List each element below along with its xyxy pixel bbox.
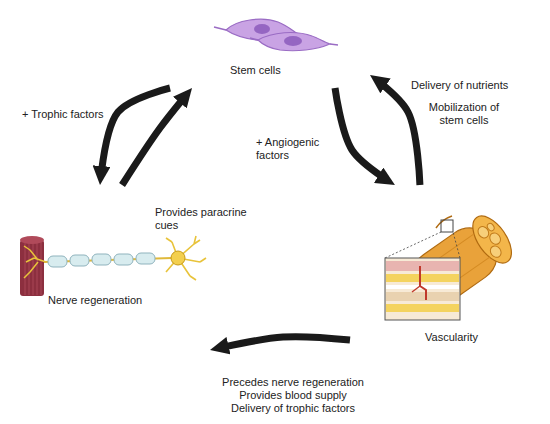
curved-arrow [335,88,395,185]
edge-label: Precedes nerve regeneration Provides blo… [222,376,364,415]
curved-arrow [122,88,192,185]
vascular-illustration-part-part [486,222,496,232]
vascular-illustration-part [386,274,459,282]
nerve-illustration-part [37,242,38,295]
stem-cell-illustration-part [330,44,338,45]
nerve-illustration-part [24,246,46,278]
nerve-illustration-part [48,256,67,267]
vascular-illustration-part [436,216,452,228]
nerve-illustration-part [20,236,44,244]
edge-label: + Angiogenic factors [256,136,326,162]
edge-label: Delivery of nutrients [411,79,508,92]
stem-cell-illustration-part [284,36,302,46]
vascular-illustration-part-part [465,209,519,269]
nerve-illustration-part [41,242,42,295]
vascular-illustration-part-part [488,231,503,247]
node-label: Vascularity [425,331,478,344]
nerve-illustration-part [114,254,133,265]
curved-arrow [100,88,170,185]
curved-arrow [210,337,350,350]
nerve-illustration-part [136,253,155,264]
vascular-illustration-part-part [488,244,503,260]
stem-cell-illustration [214,19,338,51]
vascular-illustration-part [386,292,459,301]
vascular-illustration-part [385,232,441,258]
vascular-illustration-part [453,232,460,258]
vascular-illustration-part [386,304,459,312]
vascular-illustration-part [441,220,453,232]
stem-cell-illustration-part [258,33,330,51]
nerve-illustration-part [171,251,185,265]
nerve-illustration-part [166,236,206,280]
vascular-illustration-part [412,286,420,292]
vascular-illustration-part [385,258,460,320]
edge-label: Provides paracrine cues [155,206,251,232]
annotation-label: Mobilization of stem cells [425,101,503,127]
stem-cells-node: Stem cells [150,8,370,88]
node-label: Nerve regeneration [48,294,142,307]
stem-cell-illustration-part [214,27,226,30]
vascularity-node: Vascularity [350,185,535,348]
nerve-illustration-part [25,242,26,295]
stem-cell-illustration-part [254,24,270,34]
nerve-illustration [20,236,206,296]
vascular-illustration-part [386,261,459,271]
node-label: Stem cells [230,64,281,77]
nerve-illustration-part [20,240,44,296]
nerve-illustration-part [70,255,89,266]
vascular-illustration [385,209,519,320]
curved-arrow [370,75,420,185]
stem-cell-illustration-part [250,38,258,40]
vascular-illustration-part [420,266,426,300]
edge-label: + Trophic factors [22,108,104,121]
nerve-illustration-part [92,254,111,265]
